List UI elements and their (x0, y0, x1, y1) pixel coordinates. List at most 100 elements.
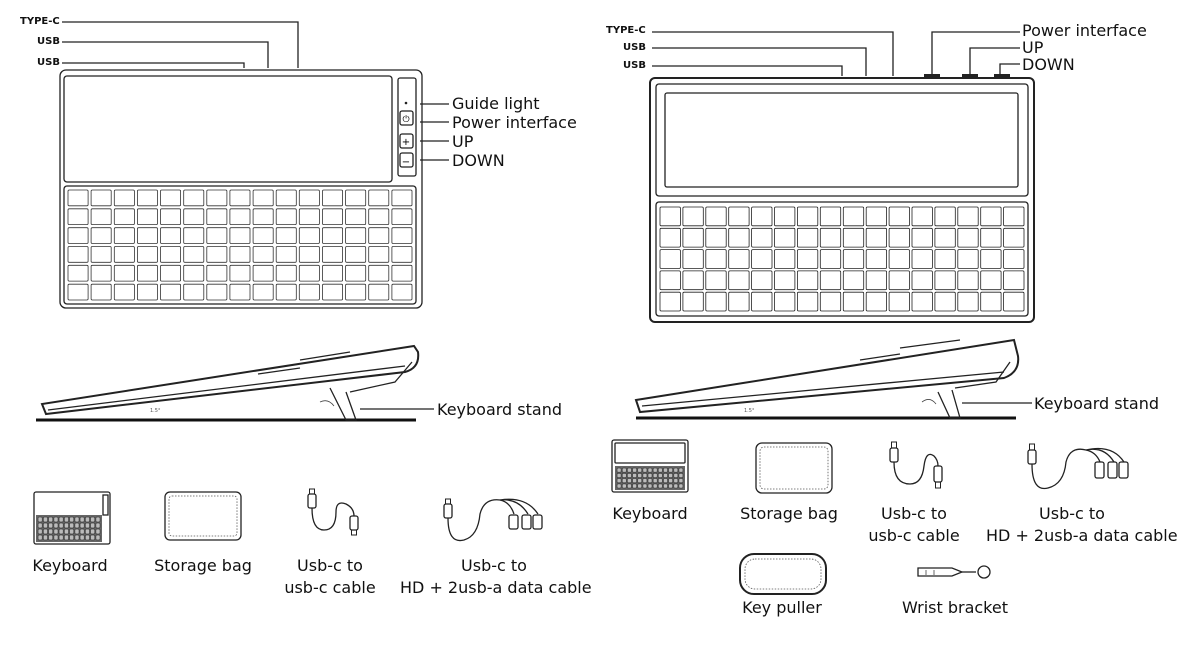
key (1003, 206, 1025, 227)
right-keyboard-stand-label: Keyboard stand (1034, 394, 1160, 413)
key (842, 227, 865, 248)
key (647, 483, 653, 489)
key (728, 227, 750, 248)
key (42, 534, 48, 541)
key (819, 249, 842, 269)
left-guide-light-label: Guide light (452, 94, 540, 113)
key (774, 249, 796, 269)
left-acc-keyboard-icon (33, 491, 111, 545)
key (626, 478, 632, 484)
left-keyboard-top-view: ⏻ + − (59, 21, 449, 309)
key (53, 528, 59, 535)
key (160, 189, 182, 207)
key (79, 528, 85, 535)
key (48, 522, 54, 529)
key (322, 208, 344, 226)
right-acc-cable1-line1: Usb-c to (881, 504, 947, 523)
key (682, 249, 704, 269)
key (229, 283, 251, 301)
key (659, 270, 681, 291)
key (673, 478, 679, 484)
right-up-label: UP (1022, 38, 1044, 57)
right-acc-cable1-line2: usb-c cable (868, 526, 960, 545)
key (63, 534, 70, 541)
key (48, 528, 54, 535)
key (705, 291, 727, 312)
key (673, 467, 679, 473)
key (322, 283, 344, 301)
right-acc-keyboard-label: Keyboard (612, 504, 688, 523)
key (865, 291, 888, 312)
key (637, 483, 643, 489)
key (616, 472, 622, 478)
key (652, 467, 658, 473)
svg-text:1.5°: 1.5° (744, 408, 755, 414)
key (678, 483, 684, 489)
key (113, 189, 135, 207)
left-power-button (399, 110, 414, 126)
key (705, 270, 727, 291)
key (616, 467, 622, 473)
key (391, 264, 413, 282)
right-leader-up (969, 47, 1020, 76)
key (136, 189, 158, 207)
left-acc-bag-label: Storage bag (154, 556, 252, 575)
key (728, 270, 750, 291)
key (980, 270, 1002, 291)
key (705, 227, 727, 248)
key (345, 246, 367, 263)
key (298, 264, 320, 282)
key (90, 522, 96, 529)
key (67, 227, 89, 244)
key (621, 478, 627, 484)
key (934, 227, 956, 248)
key (842, 270, 865, 291)
key (90, 516, 96, 523)
key (659, 291, 681, 312)
right-down-label: DOWN (1022, 55, 1075, 74)
key (74, 522, 80, 529)
key (705, 249, 727, 269)
key (136, 208, 158, 226)
key (657, 478, 663, 484)
key (626, 483, 632, 489)
key (63, 528, 70, 535)
key (957, 291, 979, 312)
key (63, 522, 70, 529)
key (888, 206, 910, 227)
key (58, 516, 64, 523)
key (642, 467, 648, 473)
key (637, 472, 643, 478)
right-keys (659, 206, 1025, 312)
key (63, 516, 70, 523)
left-down-label: DOWN (452, 151, 505, 170)
left-leader-usb2 (62, 62, 245, 68)
key (637, 478, 643, 484)
key (728, 249, 750, 269)
key (647, 472, 653, 478)
left-mini-keys (37, 516, 101, 541)
key (663, 472, 669, 478)
key (90, 264, 112, 282)
key (37, 516, 43, 523)
key (69, 528, 75, 535)
key (368, 283, 390, 301)
key (865, 249, 888, 269)
key (391, 227, 413, 244)
key (58, 534, 64, 541)
right-leader-down (999, 63, 1020, 76)
key (90, 246, 112, 263)
left-acc-cable2-icon (443, 498, 543, 542)
left-up-label: UP (452, 132, 474, 151)
svg-text:1.5°: 1.5° (150, 408, 161, 414)
key (345, 227, 367, 244)
key (673, 472, 679, 478)
key (957, 249, 979, 269)
key (206, 264, 228, 282)
right-down-button (994, 74, 1010, 79)
left-acc-cable1-line2: usb-c cable (284, 578, 376, 597)
key (621, 472, 627, 478)
key (682, 291, 704, 312)
key (616, 483, 622, 489)
key (865, 206, 888, 227)
